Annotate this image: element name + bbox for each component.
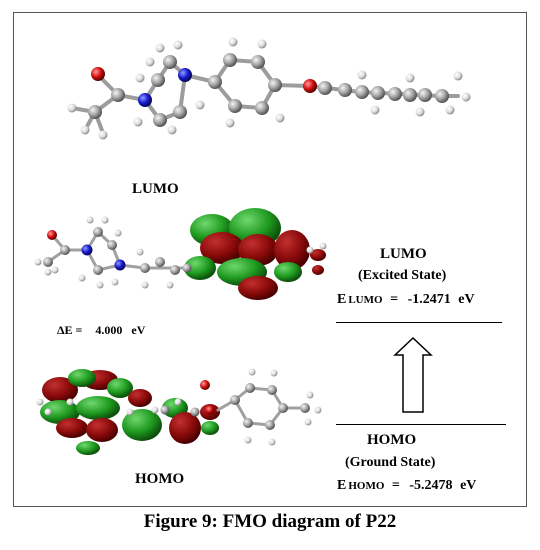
lumo-orbital-structure (34, 208, 327, 300)
lumo-top-label: LUMO (132, 181, 179, 197)
delta-e-symbol: ΔE = (57, 323, 83, 337)
delta-e-label: ΔE = 4.000 eV (57, 323, 145, 338)
lumo-equals: = (390, 292, 399, 307)
homo-e-subscript: HOMO (348, 480, 385, 492)
lumo-e-subscript: LUMO (348, 294, 383, 306)
lumo-unit: eV (458, 292, 475, 307)
lumo-energy-line (336, 322, 502, 323)
delta-e-value: 4.000 (95, 323, 123, 337)
lumo-level-state: (Excited State) (358, 268, 447, 283)
lumo-e-symbol: E (337, 292, 347, 307)
homo-equals: = (391, 478, 400, 493)
homo-e-symbol: E (337, 478, 347, 493)
homo-orbital-structure (36, 368, 322, 455)
delta-e-unit: eV (131, 323, 146, 337)
homo-level-state: (Ground State) (345, 455, 436, 470)
homo-energy-line (336, 424, 506, 425)
homo-level-name: HOMO (367, 432, 417, 448)
lumo-level-name: LUMO (380, 246, 427, 262)
lumo-value: -1.2471 (407, 292, 451, 307)
figure-caption: Figure 9: FMO diagram of P22 (143, 511, 397, 532)
homo-value: -5.2478 (409, 478, 453, 493)
energy-transition-arrow (393, 336, 433, 413)
homo-left-label: HOMO (135, 471, 185, 487)
homo-unit: eV (460, 478, 477, 493)
figure-frame (13, 12, 527, 507)
molecule-structure-top (67, 37, 471, 140)
